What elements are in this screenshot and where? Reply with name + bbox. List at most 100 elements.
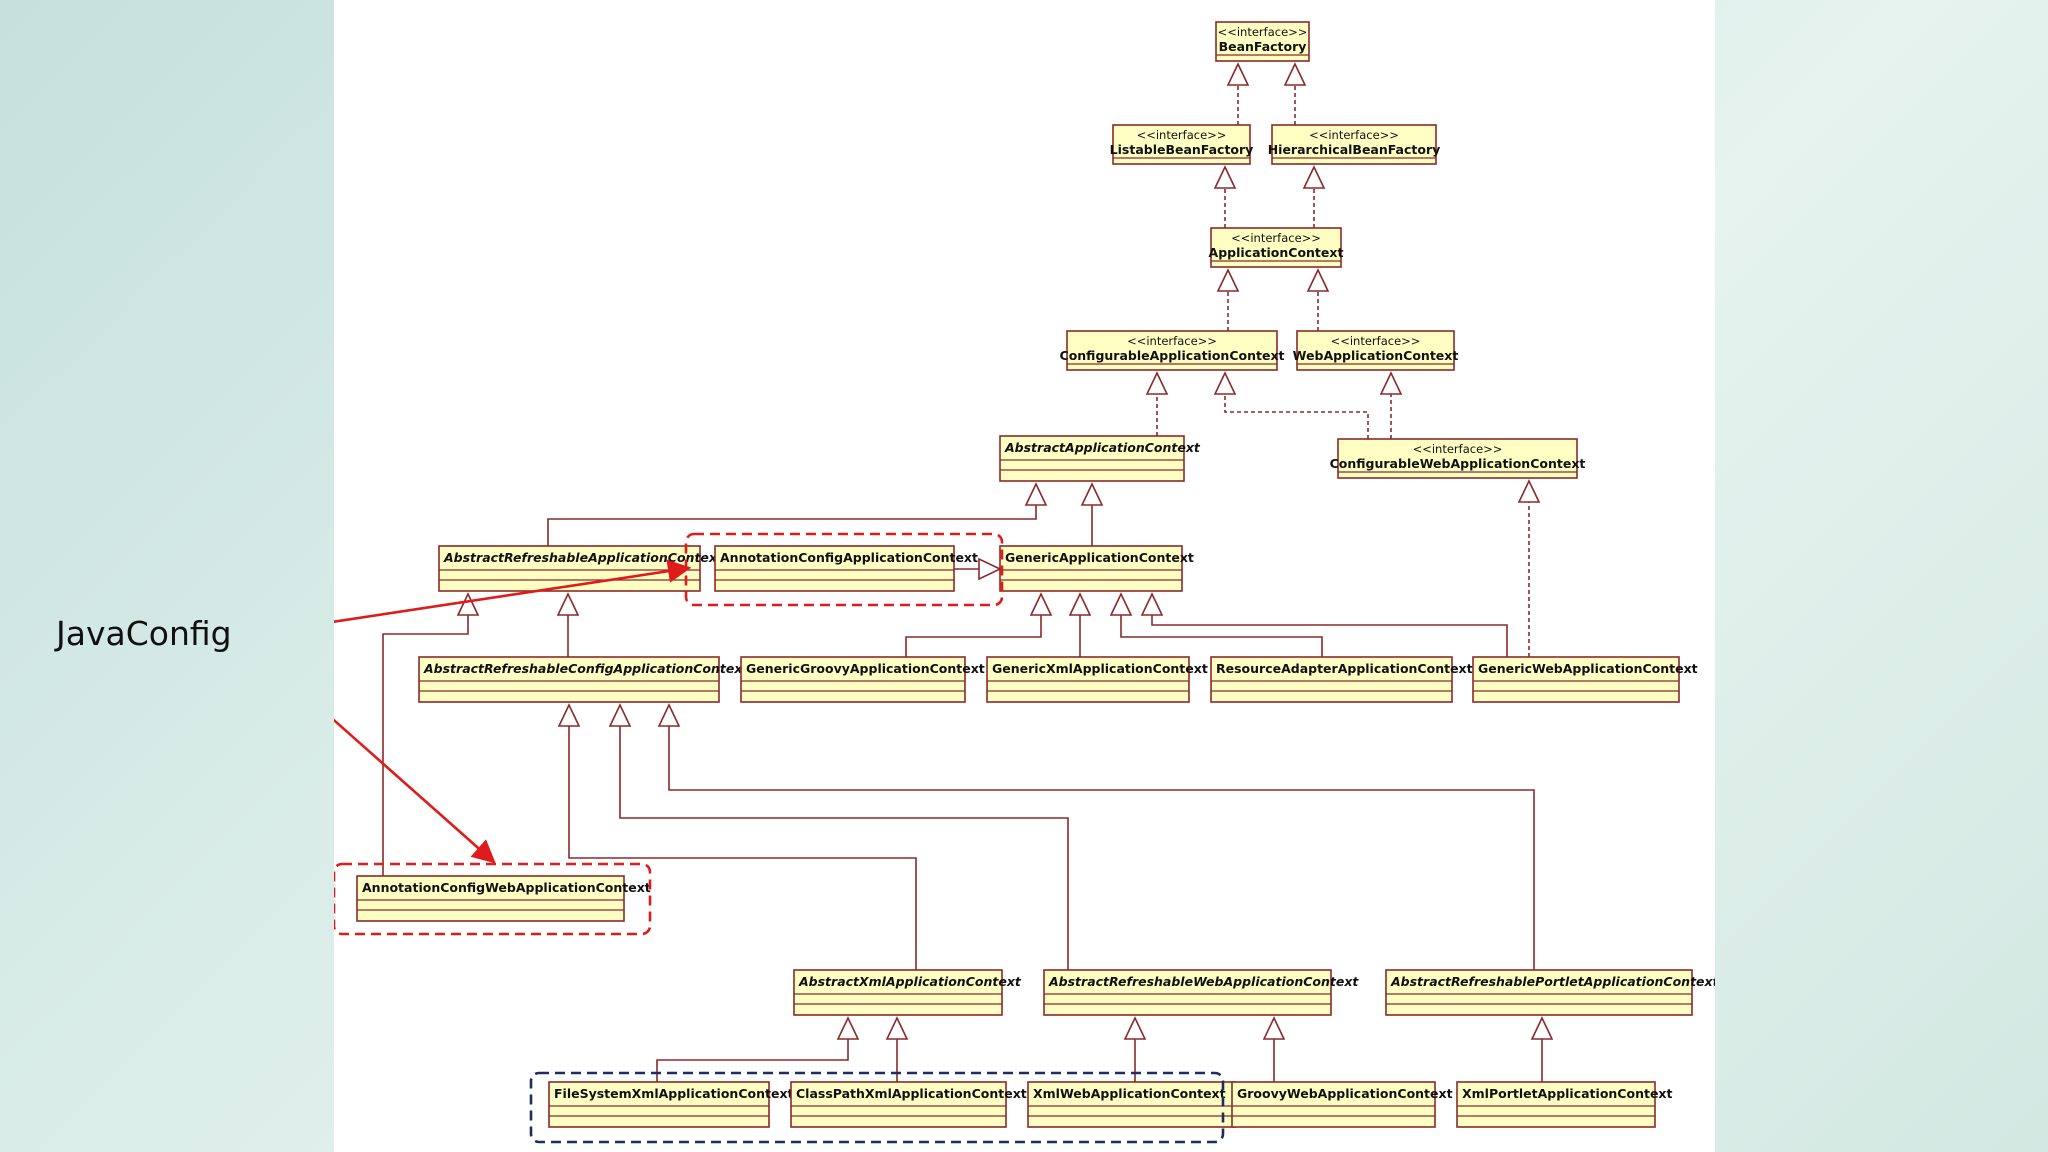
class-name: ClassPathXmlApplicationContext: [796, 1086, 1027, 1101]
class-name: AbstractRefreshableWebApplicationContext: [1048, 974, 1359, 989]
inheritance-edge-generic-groovy-application-context-to-generic-application-context: [905, 615, 1042, 657]
class-name: GenericWebApplicationContext: [1478, 661, 1698, 676]
inheritance-edge-resource-adapter-application-context-to-generic-application-context: [1120, 615, 1323, 657]
inheritance-arrowhead-application-context-to-listable-bean-factory: [1213, 165, 1237, 189]
slide: <<interface>>BeanFactory<<interface>>Lis…: [334, 0, 1715, 1152]
inheritance-arrowhead-configurable-application-context-to-application-context: [1216, 268, 1240, 292]
class-box-frame: [1210, 656, 1453, 703]
class-box-frame: [548, 1081, 770, 1128]
class-box-abstract-refreshable-config-application-context: AbstractRefreshableConfigApplicationCont…: [418, 656, 749, 703]
class-hierarchy-diagram: <<interface>>BeanFactory<<interface>>Lis…: [334, 21, 1715, 1144]
class-name: ConfigurableWebApplicationContext: [1330, 456, 1586, 471]
class-stereotype: <<interface>>: [1218, 25, 1308, 39]
class-box-frame: [793, 969, 1003, 1016]
class-name: FileSystemXmlApplicationContext: [554, 1086, 794, 1101]
class-name: AnnotationConfigApplicationContext: [720, 550, 978, 565]
inheritance-arrowhead-web-application-context-to-application-context: [1306, 268, 1330, 292]
inheritance-arrowhead-annotation-config-application-context-to-generic-application-context: [978, 557, 1002, 581]
class-box-xml-portlet-application-context: XmlPortletApplicationContext: [1456, 1081, 1672, 1128]
class-name: AbstractXmlApplicationContext: [798, 974, 1022, 989]
inheritance-arrowhead-resource-adapter-application-context-to-generic-application-context: [1109, 592, 1133, 616]
class-box-annotation-config-web-application-context: AnnotationConfigWebApplicationContext: [356, 875, 651, 922]
inheritance-arrowhead-generic-xml-application-context-to-generic-application-context: [1068, 592, 1092, 616]
class-box-application-context: <<interface>>ApplicationContext: [1209, 227, 1343, 268]
class-box-frame: [1231, 1081, 1436, 1128]
javaconfig-arrow-to-annotation-config-web-application-context: [334, 718, 496, 864]
class-box-configurable-application-context: <<interface>>ConfigurableApplicationCont…: [1060, 330, 1285, 371]
inheritance-arrowhead-abstract-refreshable-portlet-application-context-to-abstract-refreshable-config-application-context: [657, 703, 681, 727]
class-stereotype: <<interface>>: [1413, 442, 1503, 456]
class-box-frame: [1385, 969, 1693, 1016]
class-name: XmlWebApplicationContext: [1033, 1086, 1226, 1101]
class-stereotype: <<interface>>: [1331, 334, 1421, 348]
class-name: WebApplicationContext: [1293, 348, 1459, 363]
class-name: HierarchicalBeanFactory: [1268, 142, 1441, 157]
class-box-annotation-config-application-context: AnnotationConfigApplicationContext: [714, 545, 978, 592]
class-box-generic-web-application-context: GenericWebApplicationContext: [1472, 656, 1698, 703]
class-name: AbstractRefreshablePortletApplicationCon…: [1390, 974, 1715, 989]
inheritance-arrowhead-generic-application-context-to-abstract-application-context: [1080, 482, 1104, 506]
class-name: AbstractRefreshableConfigApplicationCont…: [423, 661, 749, 676]
inheritance-arrowhead-listable-bean-factory-to-bean-factory: [1226, 62, 1250, 86]
class-box-frame: [986, 656, 1190, 703]
inheritance-arrowhead-configurable-web-application-context-to-web-application-context: [1379, 371, 1403, 395]
class-name: AbstractRefreshableApplicationContext: [443, 550, 724, 565]
class-box-frame: [999, 435, 1185, 482]
javaconfig-group-annotation-config-web-frame: [334, 862, 652, 936]
inheritance-edge-abstract-refreshable-web-application-context-to-abstract-refreshable-config-application-context: [619, 726, 1069, 970]
javaconfig-arrow-to-annotation-config-application-context: [334, 559, 692, 623]
class-name: ResourceAdapterApplicationContext: [1216, 661, 1473, 676]
class-box-groovy-web-application-context: GroovyWebApplicationContext: [1231, 1081, 1453, 1128]
class-box-generic-xml-application-context: GenericXmlApplicationContext: [986, 656, 1208, 703]
inheritance-arrowhead-generic-groovy-application-context-to-generic-application-context: [1029, 592, 1053, 616]
inheritance-edge-generic-web-application-context-to-generic-application-context: [1151, 615, 1508, 657]
class-box-resource-adapter-application-context: ResourceAdapterApplicationContext: [1210, 656, 1473, 703]
inheritance-arrowhead-groovy-web-application-context-to-abstract-refreshable-web-application-context: [1262, 1016, 1286, 1040]
class-box-abstract-xml-application-context: AbstractXmlApplicationContext: [793, 969, 1022, 1016]
inheritance-arrowhead-generic-web-application-context-to-configurable-web-application-context: [1517, 479, 1541, 503]
inheritance-arrowhead-abstract-application-context-to-configurable-application-context: [1145, 371, 1169, 395]
class-box-abstract-refreshable-application-context: AbstractRefreshableApplicationContext: [438, 545, 724, 592]
class-box-generic-application-context: GenericApplicationContext: [999, 545, 1194, 592]
class-box-frame: [714, 545, 955, 592]
class-box-abstract-refreshable-portlet-application-context: AbstractRefreshablePortletApplicationCon…: [1385, 969, 1715, 1016]
inheritance-edge-abstract-xml-application-context-to-abstract-refreshable-config-application-context: [568, 726, 917, 970]
inheritance-arrowhead-generic-web-application-context-to-generic-application-context: [1140, 592, 1164, 616]
inheritance-edge-file-system-xml-application-context-to-abstract-xml-application-context: [656, 1039, 849, 1082]
class-box-frame: [999, 545, 1183, 592]
class-box-listable-bean-factory: <<interface>>ListableBeanFactory: [1110, 124, 1253, 165]
inheritance-arrowhead-hierarchical-bean-factory-to-bean-factory: [1283, 62, 1307, 86]
class-box-frame: [1027, 1081, 1236, 1128]
inheritance-edge-abstract-refreshable-application-context-to-abstract-application-context: [547, 505, 1037, 546]
class-box-hierarchical-bean-factory: <<interface>>HierarchicalBeanFactory: [1268, 124, 1441, 165]
class-name: BeanFactory: [1219, 39, 1307, 54]
inheritance-arrowhead-annotation-config-web-application-context-to-abstract-refreshable-application-context: [456, 592, 480, 616]
class-box-frame: [438, 545, 701, 592]
inheritance-edge-annotation-config-web-application-context-to-abstract-refreshable-application-context: [382, 615, 469, 876]
class-box-frame: [1456, 1081, 1656, 1128]
inheritance-arrowhead-class-path-xml-application-context-to-abstract-xml-application-context: [885, 1016, 909, 1040]
class-box-file-system-xml-application-context: FileSystemXmlApplicationContext: [548, 1081, 794, 1128]
inheritance-edge-abstract-refreshable-portlet-application-context-to-abstract-refreshable-config-application-context: [668, 726, 1535, 970]
class-stereotype: <<interface>>: [1309, 128, 1399, 142]
class-box-frame: [1472, 656, 1680, 703]
xml-group-frame: [529, 1071, 1225, 1144]
javaconfig-callout-label: JavaConfig: [56, 614, 232, 653]
class-box-generic-groovy-application-context: GenericGroovyApplicationContext: [740, 656, 985, 703]
class-box-frame: [356, 875, 625, 922]
class-stereotype: <<interface>>: [1127, 334, 1217, 348]
class-name: GenericGroovyApplicationContext: [746, 661, 985, 676]
class-box-abstract-application-context: AbstractApplicationContext: [999, 435, 1201, 482]
class-stereotype: <<interface>>: [1137, 128, 1227, 142]
class-stereotype: <<interface>>: [1231, 231, 1321, 245]
class-name: ConfigurableApplicationContext: [1060, 348, 1285, 363]
inheritance-arrowhead-file-system-xml-application-context-to-abstract-xml-application-context: [836, 1016, 860, 1040]
class-name: GenericXmlApplicationContext: [992, 661, 1208, 676]
class-box-bean-factory: <<interface>>BeanFactory: [1215, 21, 1310, 62]
class-box-frame: [1043, 969, 1332, 1016]
inheritance-arrowhead-xml-portlet-application-context-to-abstract-refreshable-portlet-application-context: [1530, 1016, 1554, 1040]
inheritance-arrowhead-abstract-refreshable-application-context-to-abstract-application-context: [1024, 482, 1048, 506]
inheritance-arrowhead-abstract-xml-application-context-to-abstract-refreshable-config-application-context: [557, 703, 581, 727]
inheritance-arrowhead-xml-web-application-context-to-abstract-refreshable-web-application-context: [1123, 1016, 1147, 1040]
inheritance-arrowhead-application-context-to-hierarchical-bean-factory: [1302, 165, 1326, 189]
